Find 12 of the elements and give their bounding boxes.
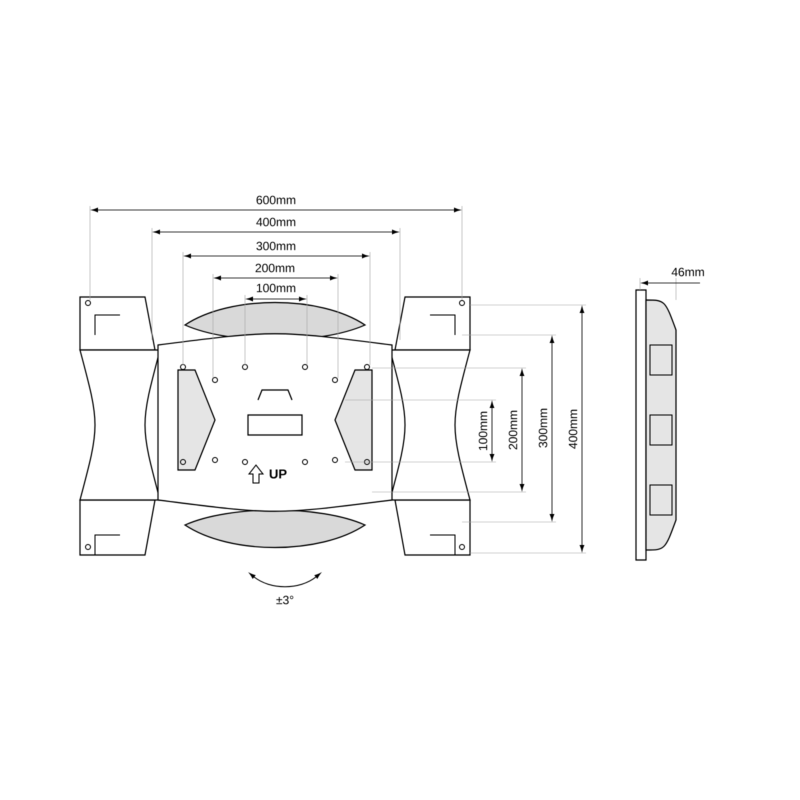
dimension-label: 100mm [478,412,488,450]
dimension-label: 400mm [256,218,296,226]
dimension-label: 46mm [672,268,704,276]
dimension-label: 200mm [508,410,518,450]
marking-text: UP [270,469,287,479]
dimension-label: 100mm [256,284,296,292]
dimension-label: 300mm [256,242,296,250]
dimension-label: 300mm [538,408,548,448]
dimension-label: 400mm [568,410,578,449]
dimension-label: 600mm [256,196,296,204]
angle-label: ±3° [276,596,294,604]
dimension-label: 200mm [256,264,294,272]
